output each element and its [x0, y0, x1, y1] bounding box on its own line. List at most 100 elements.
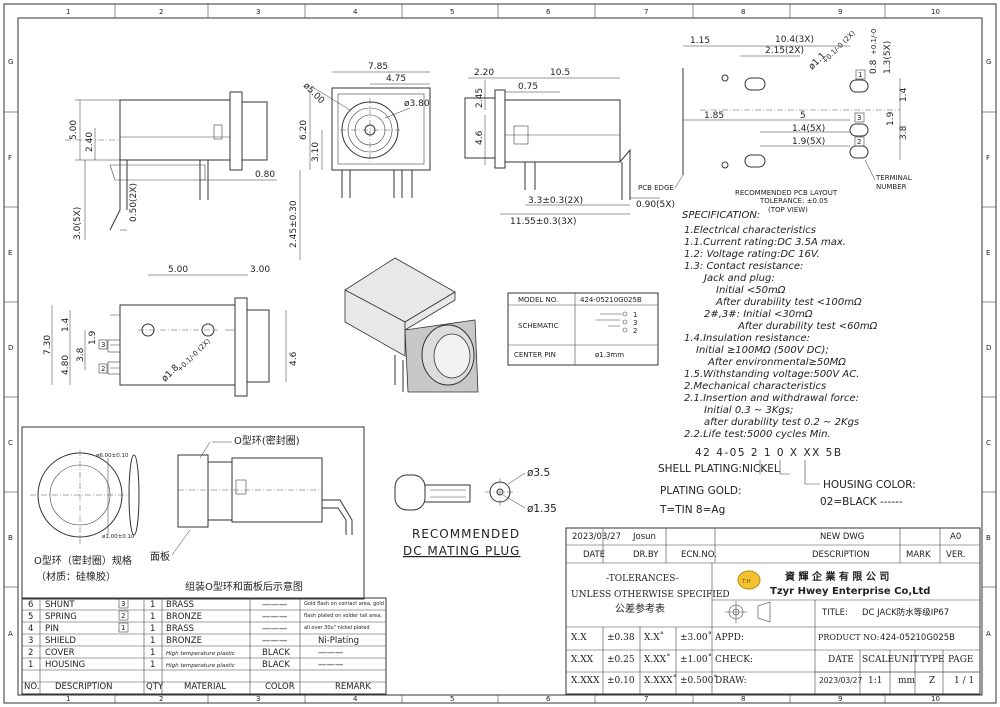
row-label: B — [986, 534, 991, 542]
terminal-tag-2: 2 — [857, 138, 861, 146]
pcb-layout: 1.15 10.4(3X) 2.15(2X) ø1.1 +0.1/-0 (2X)… — [638, 29, 912, 214]
bom-cell-material: BRASS — [166, 624, 194, 634]
draw-label: DRAW: — [715, 676, 747, 686]
center-pin-label: CENTER PIN — [514, 351, 556, 359]
dim-bottom-1-9: 1.9 — [88, 330, 98, 345]
schematic-pin-1: 1 — [633, 311, 637, 319]
spec-line: 2.Mechanical characteristics — [684, 381, 826, 392]
dim-0-80: 0.80 — [255, 170, 275, 180]
mating-plug: ø3.5 ø1.35 RECOMMENDED DC MATING PLUG — [394, 467, 557, 558]
spec-heading: SPECIFICATION: — [682, 210, 760, 221]
spec-line: 1.5.Withstanding voltage:500V AC. — [684, 369, 859, 380]
dim-1-15: 1.15 — [690, 36, 710, 46]
dim-1-85: 1.85 — [704, 111, 724, 121]
dim-10-5: 10.5 — [550, 68, 570, 78]
front-view: 7.85 4.75 ø5.00 ø3.80 6.20 3.10 2.45±0.3… — [289, 62, 431, 260]
tol-c: X.XX˚ — [644, 653, 671, 665]
inner-frame — [17, 17, 983, 696]
col-label: 7 — [644, 695, 648, 703]
row-label: E — [8, 249, 12, 257]
col-label: 1 — [66, 8, 70, 16]
bom-cell-no: 1 — [28, 660, 33, 670]
product-no-value: 424-05210G025B — [880, 633, 955, 643]
row-label: A — [8, 630, 13, 638]
bom-cell-color: BLACK — [262, 648, 290, 658]
dim-2-45: 2.45±0.30 — [289, 200, 299, 248]
bom-part-tag: 2 — [121, 612, 125, 620]
rev-header: DESCRIPTION — [812, 550, 870, 560]
bom-cell-material: High temperature plastic — [166, 663, 235, 669]
plug-diameter-1-35: ø1.35 — [527, 503, 557, 515]
title-value: DC JACK防水等级IP67 — [862, 607, 949, 618]
row-label: D — [8, 344, 13, 352]
company-name-cn: 資 輝 企 業 有 限 公 司 — [785, 570, 889, 583]
product-no-label: PRODUCT NO: — [818, 633, 879, 642]
dim-1-3: 1.3(5X) — [883, 41, 893, 74]
dim-1-4-5x: 1.4(5X) — [792, 124, 825, 134]
schematic-pin-3: 3 — [633, 319, 637, 327]
unless-specified: UNLESS OTHERWISE SPECIFIED — [571, 590, 730, 600]
dim-bottom-3-8: 3.8 — [76, 347, 86, 362]
spec-line: Jack and plug: — [702, 273, 775, 284]
spec-line: 2.2.Life test:5000 cycles Min. — [684, 429, 831, 440]
tol-d: ±1.00˚ — [680, 653, 712, 665]
col-label: 2 — [159, 8, 163, 16]
row-label: G — [986, 58, 991, 66]
tol-c: X.X˚ — [644, 631, 664, 643]
col-label: 6 — [546, 695, 551, 703]
row-label: C — [986, 439, 991, 447]
bom-cell-remark: all over 30u" nickel plated — [304, 625, 370, 631]
bom-cell-color: ——— — [262, 612, 288, 622]
row-label: C — [8, 439, 13, 447]
dim-bottom-5-00: 5.00 — [168, 265, 188, 275]
col-label: 5 — [450, 695, 454, 703]
tolerance-reference: 公差参考表 — [615, 602, 665, 615]
tol-c: X.XXX˚ — [644, 674, 677, 686]
dim-1-4: 1.4 — [899, 87, 909, 102]
bom-cell-qty: 1 — [150, 624, 155, 634]
oring-spec-1: O型环（密封圈）规格 — [34, 554, 132, 567]
pcb-top-view: (TOP VIEW) — [768, 206, 808, 214]
recommended-label: RECOMMENDED — [412, 527, 520, 541]
col-label: 4 — [353, 8, 358, 16]
rev-version: A0 — [950, 532, 961, 542]
info-value: Z — [929, 676, 935, 686]
col-label: 4 — [353, 695, 358, 703]
col-label: 10 — [931, 8, 940, 16]
bom-cell-description: PIN — [45, 624, 59, 634]
oring-diameter-1: ø1.00±0.10 — [102, 534, 135, 540]
info-value: 2023/03/27 — [819, 676, 862, 685]
dim-bottom-7-30: 7.30 — [43, 335, 53, 355]
dim-3-3: 3.3±0.3(2X) — [528, 196, 583, 206]
right-side-view: 2.20 10.5 0.75 2.45 4.6 3.3±0.3(2X) 11.5… — [464, 68, 675, 227]
rev-header: ECN.NO. — [681, 550, 717, 560]
col-label: 10 — [931, 695, 940, 703]
bom-header: MATERIAL — [184, 682, 226, 692]
bom-cell-description: HOUSING — [45, 660, 85, 670]
bom-cell-qty: 1 — [150, 600, 155, 610]
col-label: 5 — [450, 8, 454, 16]
dim-bottom-4-80: 4.80 — [61, 355, 71, 375]
bom-cell-no: 3 — [28, 636, 33, 646]
housing-color: HOUSING COLOR: — [823, 479, 916, 491]
pcb-edge-label: PCB EDGE — [638, 184, 674, 192]
model-no-label: MODEL NO. — [518, 296, 558, 304]
bom-table: NO. DESCRIPTION QTY MATERIAL COLOR REMAR… — [21, 597, 387, 695]
spec-line: After environmental≥50MΩ — [707, 357, 846, 368]
rev-description: NEW DWG — [820, 532, 864, 542]
dim-11-55: 11.55±0.3(3X) — [510, 217, 577, 227]
terminal-number-line-1: TERMINAL — [875, 174, 912, 182]
dim-0-8-tol: +0.1/-0 — [870, 29, 878, 55]
bom-part-tag-box — [118, 610, 129, 621]
dim-bottom-3-00: 3.00 — [250, 265, 270, 275]
col-label: 2 — [159, 695, 163, 703]
center-pin-value: ø1.3mm — [595, 351, 624, 359]
part-code: 42 4-05 2 1 0 X XX 5B — [695, 447, 843, 459]
dim-1-9-5x: 1.9(5X) — [792, 137, 825, 147]
grid-zone-markers: 1 2 3 4 5 6 7 8 9 10 1 2 3 4 5 6 7 8 9 1… — [4, 4, 996, 703]
spec-line: 2.1.Insertion and withdrawal force: — [684, 393, 859, 404]
bom-cell-remark: ——— — [318, 648, 344, 658]
dim-3-10: 3.10 — [311, 142, 321, 162]
terminal-tag-1: 1 — [858, 71, 862, 79]
